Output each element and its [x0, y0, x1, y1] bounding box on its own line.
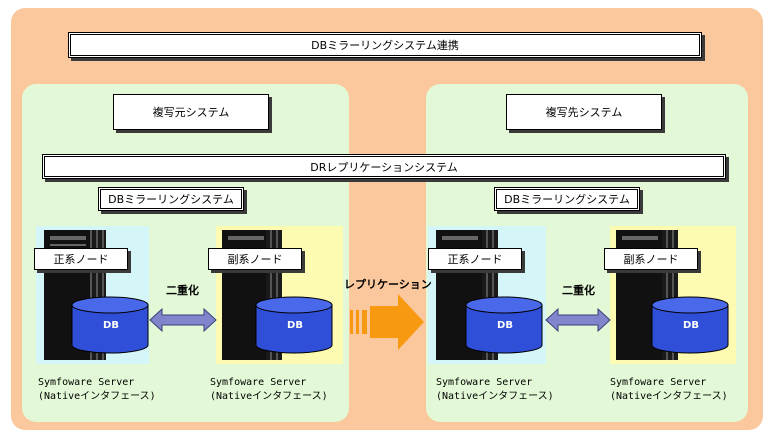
target-primary-caption: Symfoware Server (Nativeインタフェース) — [436, 376, 554, 404]
source-mirroring-label-text: DBミラーリングシステム — [108, 193, 234, 206]
source-secondary-caption-line1: Symfoware Server — [210, 377, 307, 388]
source-secondary-db-cylinder — [255, 296, 333, 354]
target-primary-node-label: 正系ノード — [428, 248, 522, 270]
source-mirroring-label: DBミラーリングシステム — [98, 187, 244, 211]
target-primary-db-label: DB — [497, 320, 513, 331]
source-primary-node-label: 正系ノード — [34, 248, 128, 270]
dr-replication-label: DRレプリケーションシステム — [310, 160, 458, 174]
source-secondary-node-label-text: 副系ノード — [227, 253, 283, 266]
source-primary-caption-line1: Symfoware Server — [38, 377, 135, 388]
target-mirroring-label-text: DBミラーリングシステム — [504, 193, 630, 206]
page-title: DBミラーリングシステム連携 — [311, 39, 459, 52]
target-mirroring-label: DBミラーリングシステム — [494, 187, 640, 211]
source-primary-db-label: DB — [103, 320, 119, 331]
target-secondary-db-label: DB — [683, 320, 699, 331]
replication-label: レプリケーション — [344, 278, 432, 291]
target-secondary-caption-line1: Symfoware Server — [610, 377, 707, 388]
source-secondary-caption: Symfoware Server (Nativeインタフェース) — [210, 376, 328, 404]
target-primary-db-cylinder — [465, 296, 543, 354]
target-primary-node-label-text: 正系ノード — [447, 253, 503, 266]
target-system-label: 複写先システム — [506, 94, 662, 130]
source-primary-node-label-text: 正系ノード — [53, 253, 109, 266]
target-primary-caption-line1: Symfoware Server — [436, 377, 533, 388]
source-system-label: 複写元システム — [113, 94, 269, 130]
target-secondary-db-cylinder — [651, 296, 729, 354]
source-secondary-db-label: DB — [287, 320, 303, 331]
target-secondary-node-label-text: 副系ノード — [623, 253, 679, 266]
target-duplication-arrow — [545, 307, 611, 333]
title-banner: DBミラーリングシステム連携 — [68, 32, 702, 58]
source-primary-db-cylinder — [71, 296, 149, 354]
source-secondary-node-label: 副系ノード — [208, 248, 302, 270]
target-secondary-caption-line2: (Nativeインタフェース) — [610, 391, 728, 402]
source-primary-caption-line2: (Nativeインタフェース) — [38, 391, 156, 402]
source-duplication-label: 二重化 — [166, 284, 199, 297]
target-duplication-label: 二重化 — [562, 284, 595, 297]
replication-arrow — [350, 294, 424, 350]
dr-replication-banner: DRレプリケーションシステム — [42, 154, 726, 179]
source-duplication-arrow — [149, 307, 217, 333]
source-primary-caption: Symfoware Server (Nativeインタフェース) — [38, 376, 156, 404]
target-system-label-text: 複写先システム — [545, 106, 623, 119]
source-system-label-text: 複写元システム — [152, 106, 230, 119]
source-secondary-caption-line2: (Nativeインタフェース) — [210, 391, 328, 402]
target-secondary-node-label: 副系ノード — [604, 248, 698, 270]
target-primary-caption-line2: (Nativeインタフェース) — [436, 391, 554, 402]
target-secondary-caption: Symfoware Server (Nativeインタフェース) — [610, 376, 728, 404]
